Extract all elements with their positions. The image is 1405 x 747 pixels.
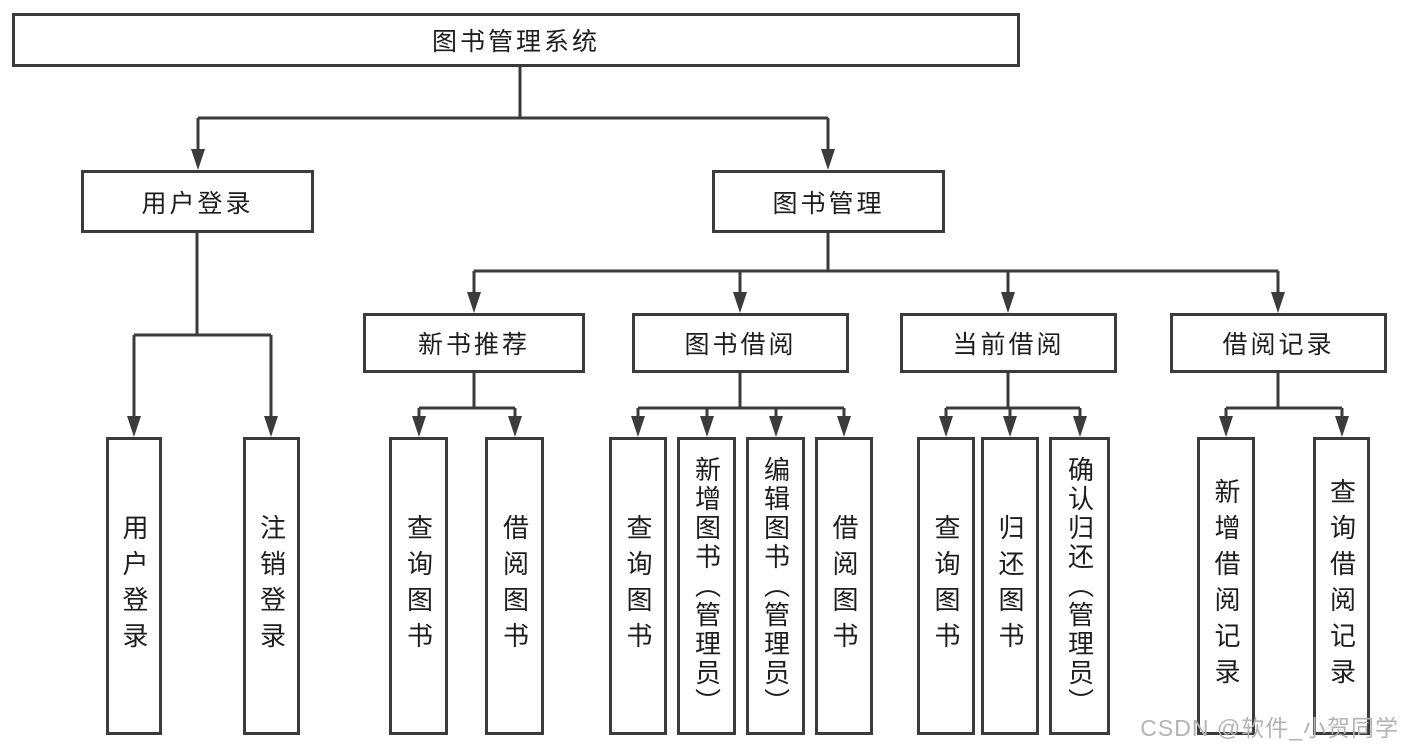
node-label: 图书借阅 (684, 331, 797, 359)
node-label: 新书推荐 (417, 331, 530, 359)
node-label: 当前借阅 (952, 331, 1065, 359)
leaf-logout: 注销登录 (243, 437, 300, 735)
leaf-confirm-return-admin: 确认归还（管理员） (1049, 437, 1110, 735)
leaf-recommend-query-book: 查询图书 (389, 437, 448, 735)
leaf-add-borrow-record: 新增借阅记录 (1197, 437, 1255, 735)
leaf-return-book: 归还图书 (981, 437, 1039, 735)
node-current-borrow: 当前借阅 (900, 313, 1117, 373)
node-label: 新增借阅记录 (1211, 478, 1241, 694)
leaf-borrow-borrow-book: 借阅图书 (815, 437, 873, 735)
leaf-add-book-admin: 新增图书（管理员） (677, 437, 736, 735)
node-user-login: 用户登录 (81, 170, 314, 233)
node-label: 注销登录 (256, 514, 287, 658)
leaf-query-borrow-record: 查询借阅记录 (1313, 437, 1370, 735)
node-label: 图书管理 (772, 189, 885, 218)
node-label: 借阅记录 (1222, 331, 1335, 359)
node-root-library-system: 图书管理系统 (12, 13, 1020, 67)
leaf-edit-book-admin: 编辑图书（管理员） (746, 437, 805, 735)
node-label: 查询图书 (623, 514, 653, 658)
node-label: 用户登录 (119, 514, 149, 658)
node-book-borrow: 图书借阅 (632, 313, 849, 373)
node-label: 归还图书 (995, 514, 1025, 658)
node-book-management: 图书管理 (712, 170, 945, 233)
node-label: 查询图书 (931, 514, 961, 658)
node-label: 新增图书（管理员） (691, 455, 722, 717)
leaf-borrow-query-book: 查询图书 (609, 437, 667, 735)
node-label: 编辑图书（管理员） (760, 455, 791, 717)
leaf-recommend-borrow-book: 借阅图书 (485, 437, 544, 735)
node-label: 借阅图书 (829, 514, 859, 658)
node-label: 查询借阅记录 (1326, 478, 1357, 694)
node-new-book-recommend: 新书推荐 (363, 313, 585, 373)
node-label: 图书管理系统 (431, 28, 600, 56)
node-label: 借阅图书 (499, 514, 530, 658)
arrowhead-icons (127, 149, 1349, 437)
node-borrow-record: 借阅记录 (1170, 313, 1387, 373)
csdn-watermark: CSDN @软件_小贺同学 (1140, 715, 1399, 741)
node-label: 用户登录 (141, 189, 254, 218)
node-label: 确认归还（管理员） (1064, 455, 1095, 717)
leaf-current-query-book: 查询图书 (917, 437, 975, 735)
leaf-user-login: 用户登录 (106, 437, 162, 735)
node-label: 查询图书 (403, 514, 434, 658)
